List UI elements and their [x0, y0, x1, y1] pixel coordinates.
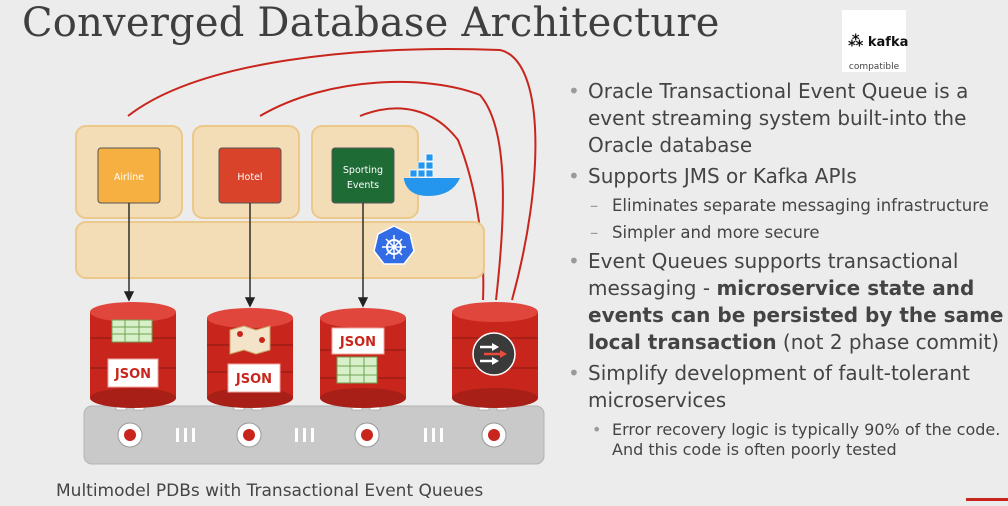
database-sporting: JSON — [320, 308, 406, 408]
accent-bar — [966, 498, 1008, 501]
table-icon — [111, 319, 153, 343]
page-title: Converged Database Architecture — [22, 0, 720, 46]
bullet-apis: Supports JMS or Kafka APIs — [562, 163, 1008, 190]
json-label-2: JSON — [235, 372, 272, 387]
database-airline: JSON — [90, 302, 176, 408]
kafka-logo-text: kafka — [867, 35, 909, 50]
service-airline-label: Airline — [114, 172, 144, 183]
bullet-transactional-bold: microservice state and events can be per… — [588, 276, 1004, 354]
arc-hotel — [259, 80, 504, 301]
kafka-compatible-label: compatible — [848, 62, 900, 72]
json-badge-2 — [227, 363, 281, 393]
kafka-logo: ⁂ kafka compatible — [842, 10, 909, 72]
bullet-transactional: Event Queues supports transactional mess… — [562, 248, 1008, 356]
bullet-teq: Oracle Transactional Event Queue is a ev… — [562, 78, 1008, 159]
service-hotel-label: Hotel — [237, 172, 262, 183]
bullet-eliminates: Eliminates separate messaging infrastruc… — [562, 194, 1008, 217]
arc-airline — [127, 48, 537, 301]
bullet-transactional-pre: Event Queues supports transactional mess… — [588, 249, 959, 300]
json-badge-1 — [107, 358, 159, 388]
database-event-queue — [452, 302, 538, 408]
docker-icon — [404, 153, 460, 196]
architecture-diagram: Airline Hotel Sporting Events — [75, 48, 545, 465]
bullet-simplify: Simplify development of fault-tolerant m… — [562, 360, 1008, 414]
table-icon — [336, 356, 378, 384]
bullet-error-recovery: Error recovery logic is typically 90% of… — [562, 420, 1008, 460]
bullet-transactional-post: (not 2 phase commit) — [776, 330, 1000, 354]
json-badge-3 — [331, 327, 385, 355]
kubernetes-band — [75, 221, 485, 279]
diagram-caption: Multimodel PDBs with Transactional Event… — [56, 481, 484, 501]
service-sporting-label-1: Sporting — [343, 165, 383, 176]
database-hotel: JSON — [207, 308, 293, 408]
bullet-list: Oracle Transactional Event Queue is a ev… — [562, 78, 1008, 460]
bullet-simpler: Simpler and more secure — [562, 221, 1008, 244]
service-sporting-label-2: Events — [347, 180, 379, 191]
kafka-icon: ⁂ kafka — [848, 32, 909, 50]
event-stream-icon — [472, 332, 516, 376]
map-icon — [229, 325, 271, 355]
json-label-1: JSON — [114, 367, 151, 382]
kubernetes-icon — [373, 225, 415, 265]
json-label-3: JSON — [339, 335, 376, 350]
